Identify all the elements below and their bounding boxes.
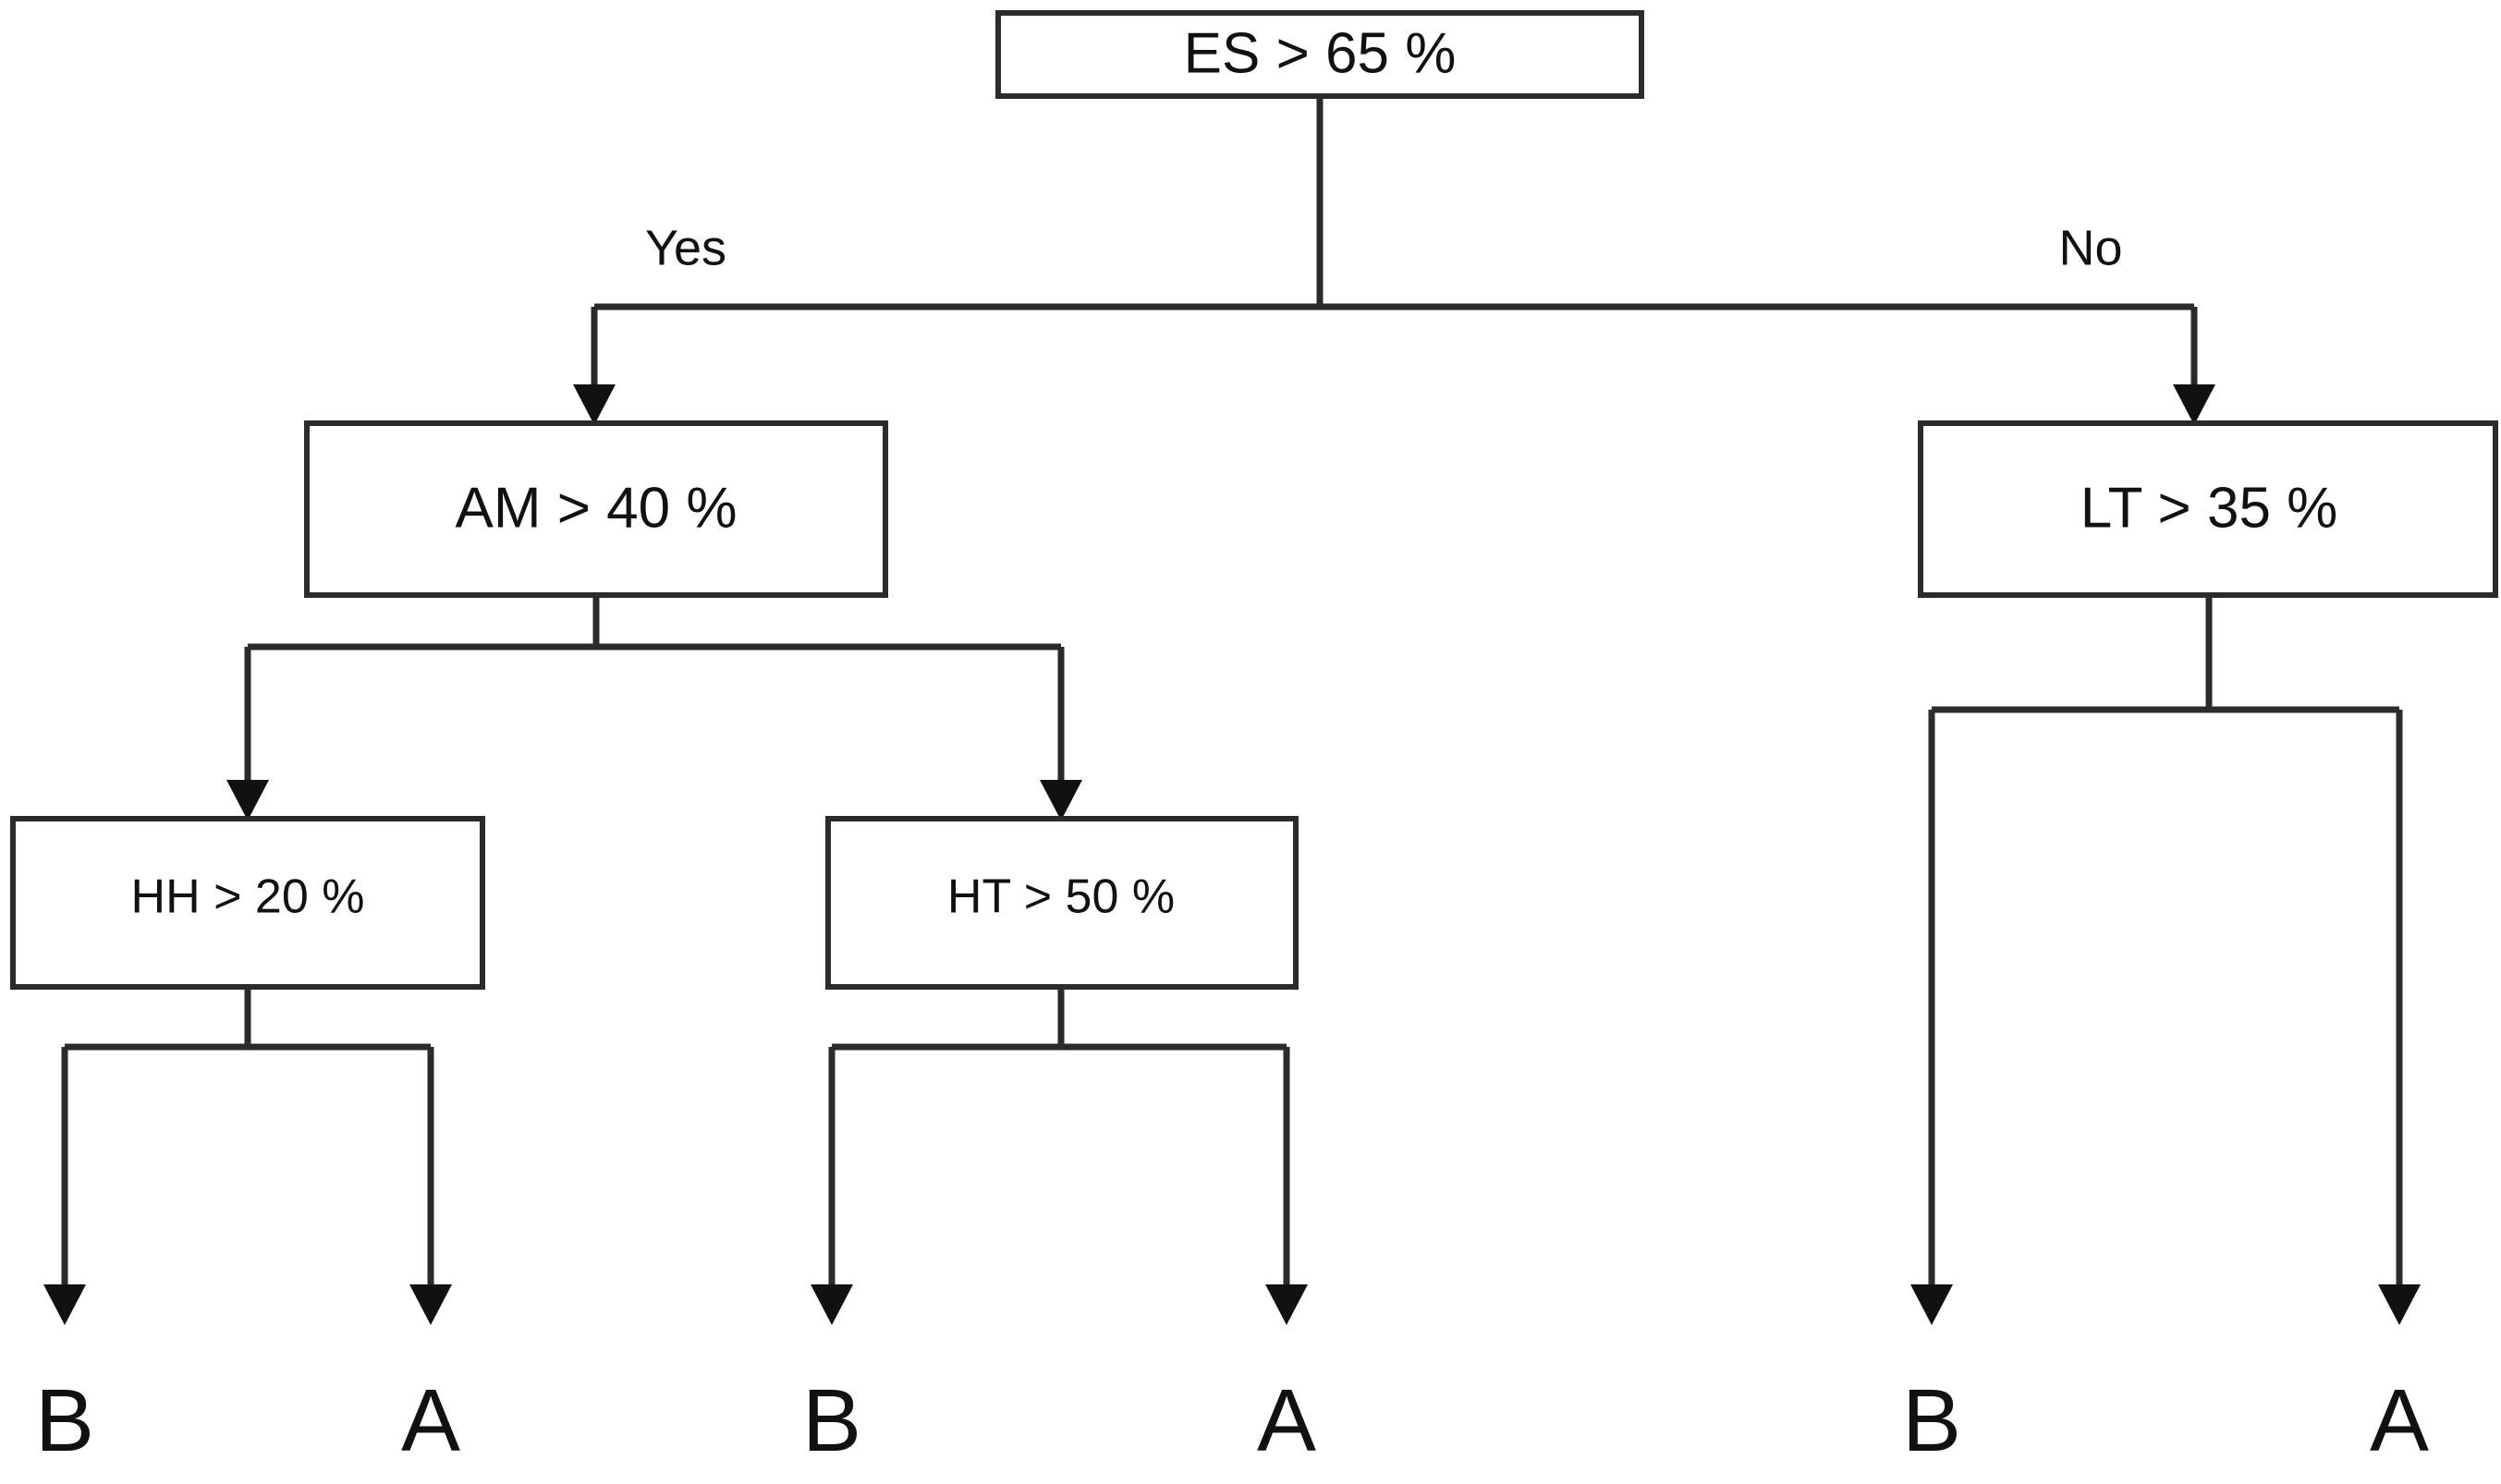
edge-root-yes-arrow-icon <box>573 384 616 425</box>
branch-label-yes: Yes <box>645 220 726 275</box>
edge-hh-a-arrow-icon <box>409 1284 452 1325</box>
node-ht[interactable]: HT > 50 % <box>825 816 1299 990</box>
edge-am-ht-arrow-icon <box>1040 780 1082 821</box>
node-layer: ES > 65 % AM > 40 % LT > 35 % HH > 20 % … <box>10 10 2498 990</box>
node-root[interactable]: ES > 65 % <box>995 10 1644 99</box>
leaf-label-hh-a: A <box>401 1371 460 1470</box>
node-root-label: ES > 65 % <box>1184 21 1457 85</box>
connector-layer <box>43 96 2421 1325</box>
leaf-label-lt-a: A <box>2370 1371 2429 1470</box>
leaf-label-ht-a: A <box>1257 1371 1316 1470</box>
node-ht-box[interactable] <box>825 816 1299 990</box>
leaf-label-hh-b: B <box>35 1371 94 1470</box>
leaf-label-lt-b: B <box>1902 1371 1961 1470</box>
leaf-label-layer: B A B A B A <box>35 1371 2429 1470</box>
edge-am-hh-arrow-icon <box>226 780 269 821</box>
branch-label-no: No <box>2058 220 2122 275</box>
leaf-label-ht-b: B <box>802 1371 861 1470</box>
node-am[interactable]: AM > 40 % <box>304 420 888 598</box>
node-lt-box[interactable] <box>1918 420 2498 598</box>
edge-ht-b-arrow-icon <box>811 1284 853 1325</box>
edge-ht-a-arrow-icon <box>1265 1284 1308 1325</box>
node-hh[interactable]: HH > 20 % <box>10 816 485 990</box>
node-hh-label: HH > 20 % <box>131 870 365 924</box>
edge-hh-b-arrow-icon <box>43 1284 86 1325</box>
node-root-box[interactable] <box>995 10 1644 99</box>
node-am-box[interactable] <box>304 420 888 598</box>
edge-lt-a-arrow-icon <box>2378 1284 2421 1325</box>
node-ht-label: HT > 50 % <box>947 870 1175 924</box>
node-lt[interactable]: LT > 35 % <box>1918 420 2498 598</box>
edge-root-no-arrow-icon <box>2173 384 2215 425</box>
node-lt-label: LT > 35 % <box>2080 476 2338 540</box>
node-am-label: AM > 40 % <box>456 476 738 540</box>
node-hh-box[interactable] <box>10 816 485 990</box>
edge-lt-b-arrow-icon <box>1910 1284 1953 1325</box>
branch-label-layer: Yes No <box>645 220 2123 275</box>
